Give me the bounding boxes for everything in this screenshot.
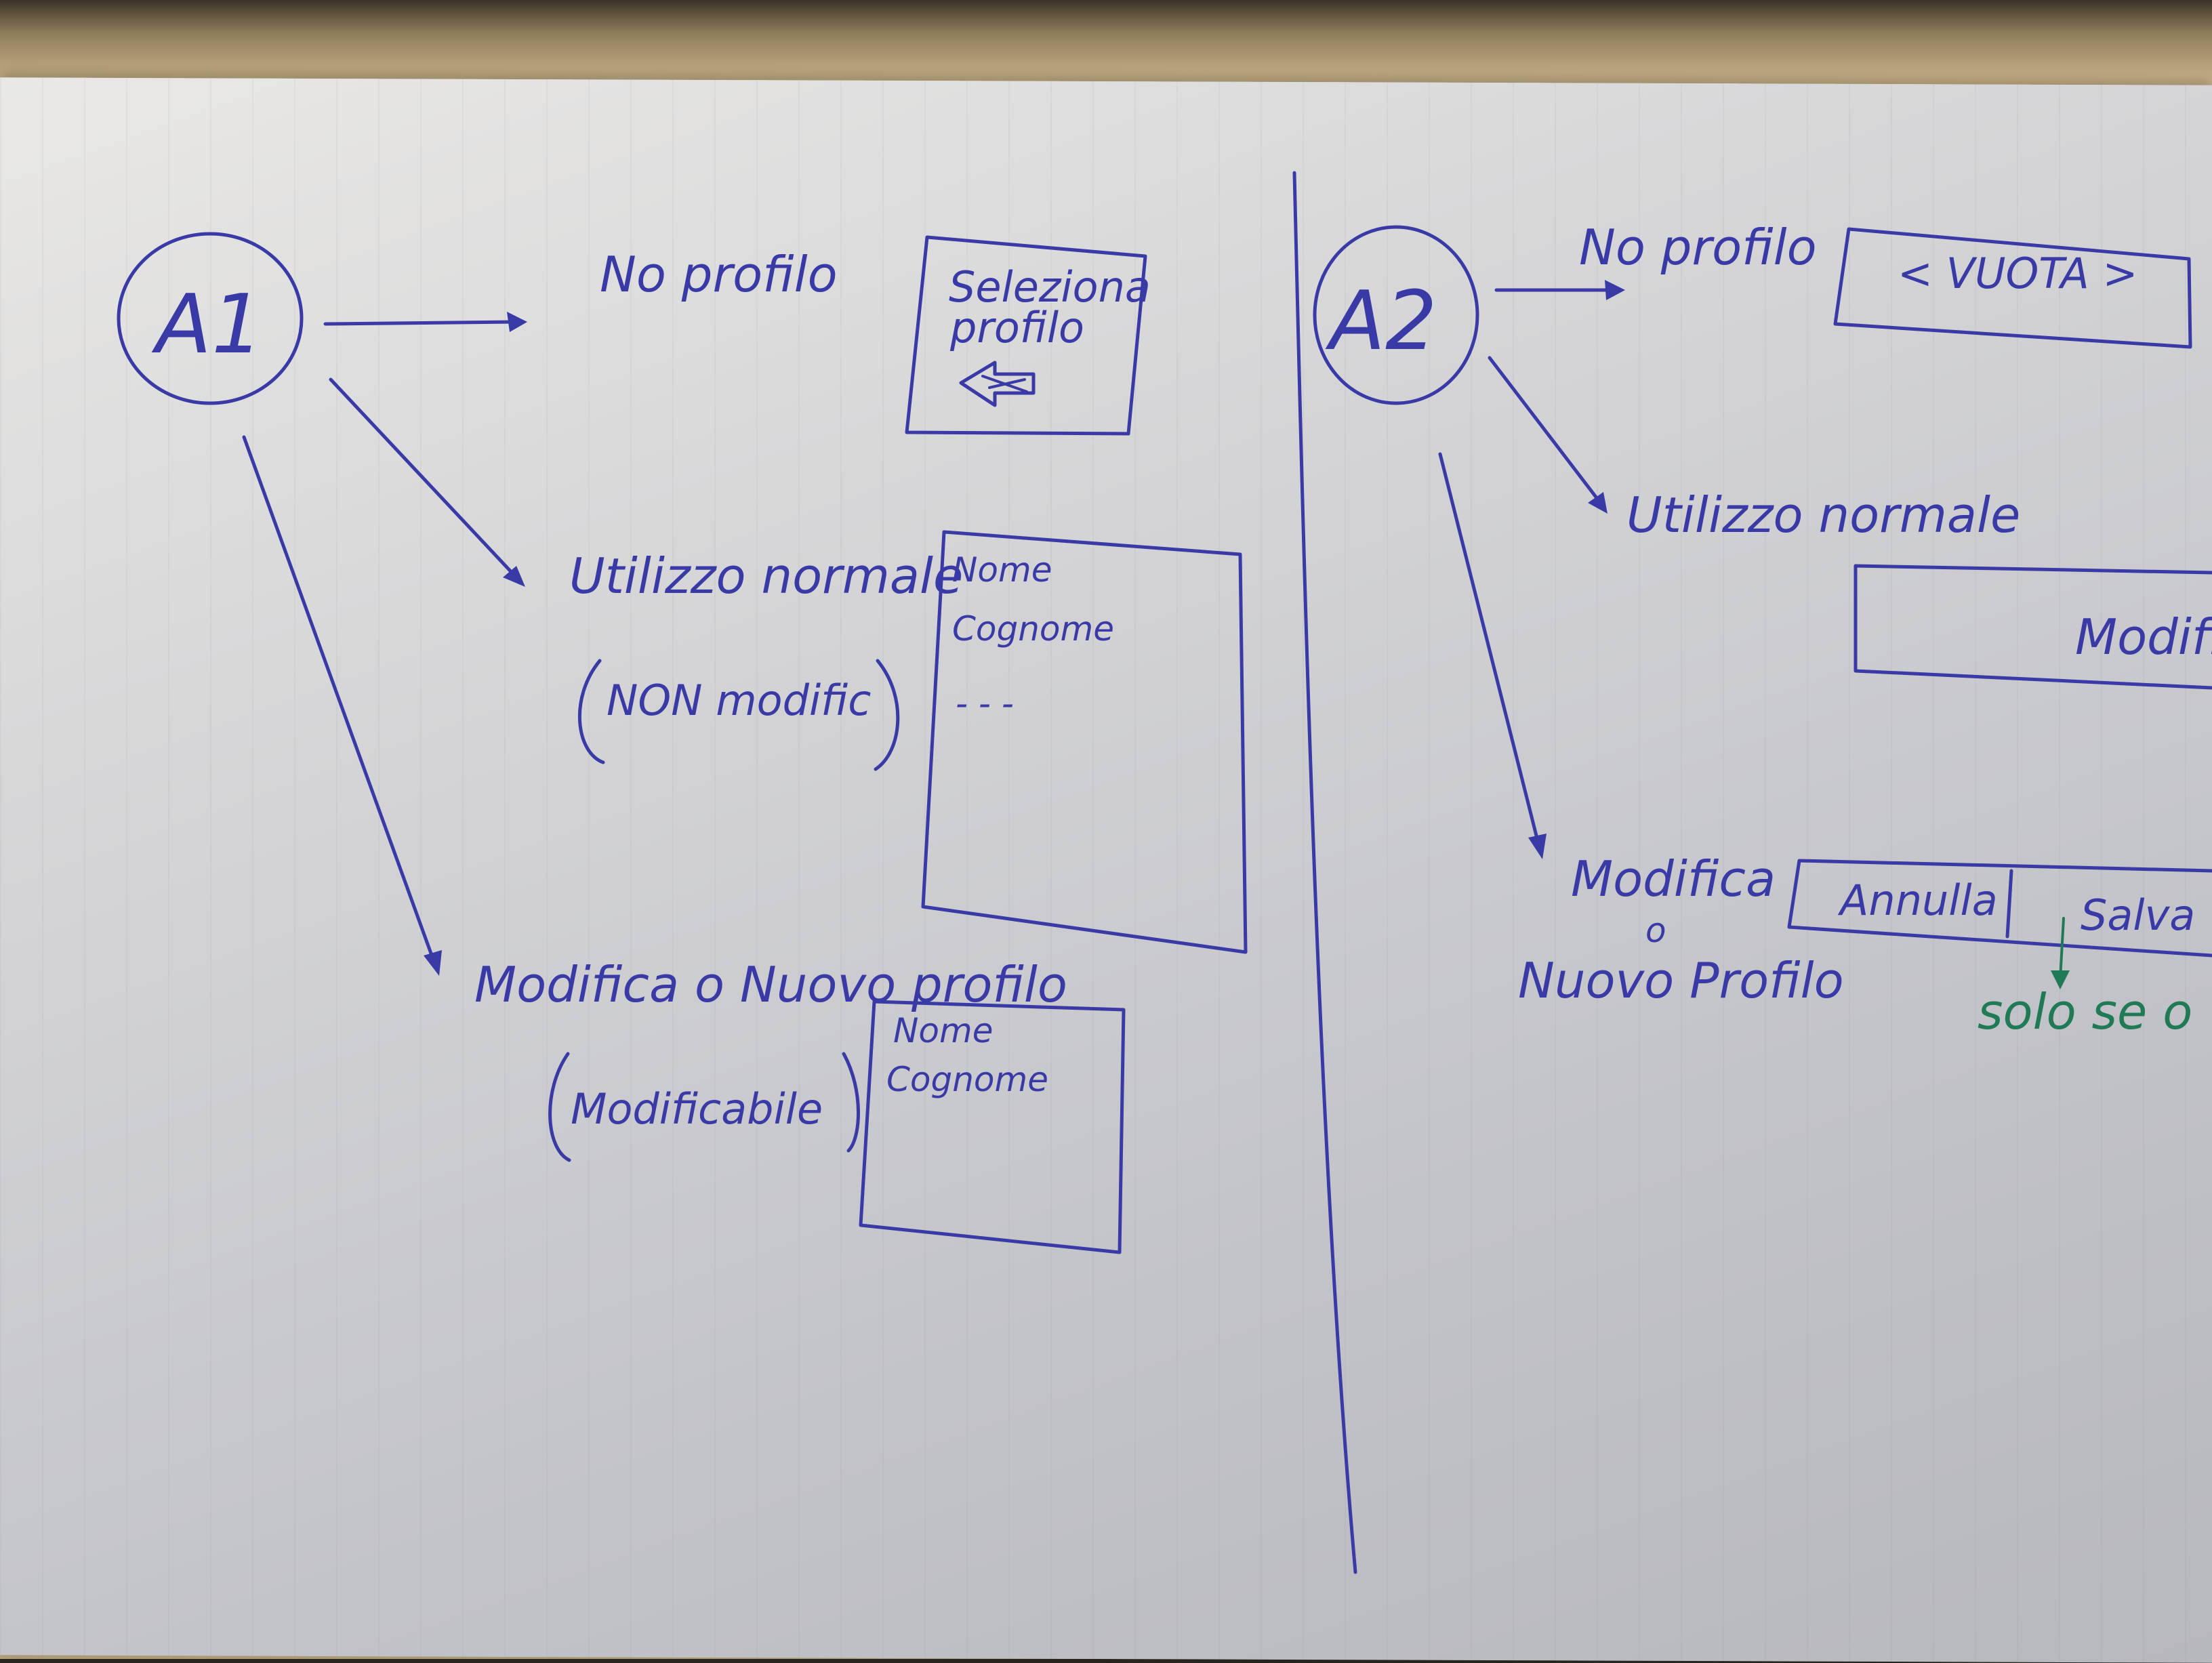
node-a2-label: A2 [1325, 274, 1437, 369]
a1-edit-note: Modificabile [548, 1052, 860, 1162]
a1-no-profile-label: No profilo [600, 246, 838, 303]
node-a1-label: A1 [151, 278, 263, 372]
empty-box-text: < VUOTA > [1898, 249, 2138, 298]
a1-normal-note: NON modific [577, 659, 900, 771]
a2-edit-label-line3: Nuovo Profilo [1518, 952, 1844, 1009]
save-button[interactable]: Salva [2081, 890, 2195, 940]
arrow-a2-edit [1438, 452, 1547, 859]
normal-profile-box: Nome Cognome - - - [921, 530, 1248, 954]
left-arrow-icon [959, 361, 1036, 407]
normal-box-line1: Nome [952, 550, 1052, 590]
node-a2: A2 [1313, 225, 1479, 405]
action-buttons-bar [1787, 859, 2212, 958]
edit-box-line1: Nome [893, 1011, 993, 1050]
arrow-a1-no-profile [323, 312, 527, 332]
arrow-a2-normal [1488, 356, 1607, 514]
save-condition-note: solo se o [1978, 983, 2192, 1040]
a2-edit-label-line2: o [1645, 911, 1666, 950]
select-profile-line2: profilo [949, 303, 1084, 352]
a1-normal-label: Utilizzo normale [569, 548, 963, 604]
modifica-box-text: Modifica [2075, 609, 2212, 665]
modifica-box: Modifica [1853, 564, 2212, 690]
edit-box-line2: Cognome [886, 1060, 1048, 1099]
a1-normal-note-text: NON modific [607, 676, 871, 725]
a2-edit-label-line1: Modifica [1571, 850, 1776, 907]
save-note-arrow [2051, 917, 2070, 989]
a2-normal-label: Utilizzo normale [1626, 487, 2020, 543]
select-profile-box: Seleziona profilo [905, 235, 1151, 436]
a1-edit-note-text: Modificabile [571, 1084, 823, 1134]
arrow-a2-no-profile [1494, 280, 1625, 300]
arrow-a1-normal [329, 377, 525, 587]
a2-no-profile-label: No profilo [1579, 219, 1817, 276]
arrow-a1-edit [242, 435, 442, 976]
normal-box-line3: - - - [956, 684, 1014, 723]
normal-box-line2: Cognome [952, 609, 1114, 649]
node-a1: A1 [117, 232, 304, 405]
edit-profile-box: Nome Cognome [859, 1000, 1126, 1254]
select-profile-line1: Seleziona [949, 262, 1151, 312]
cancel-button[interactable]: Annulla [1837, 876, 1998, 925]
empty-box: < VUOTA > [1833, 227, 2192, 349]
page-divider-line [1292, 171, 1357, 1574]
